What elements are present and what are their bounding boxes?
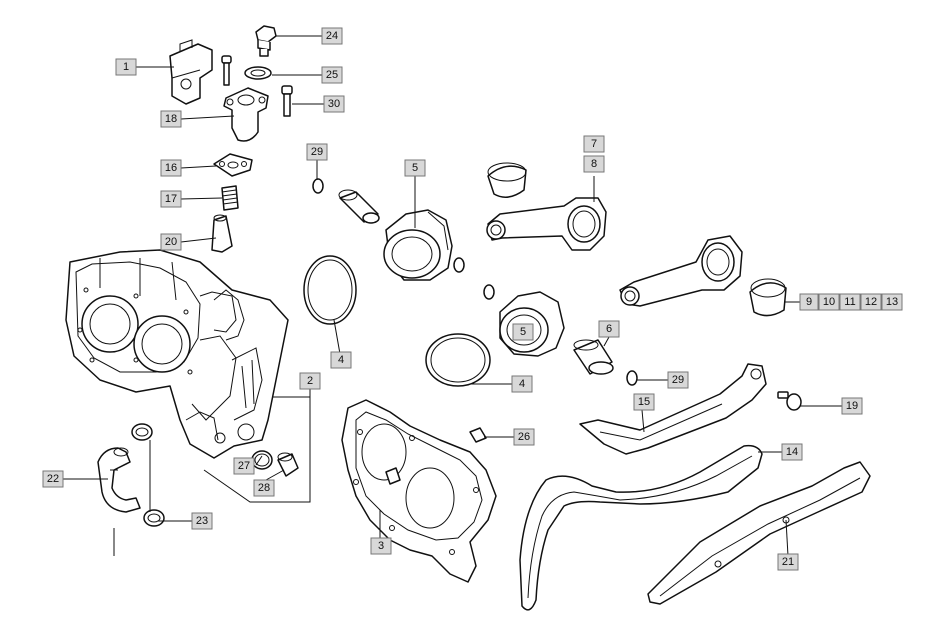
- callout-29-upper-text: 29: [311, 146, 323, 158]
- callout-26-text: 26: [518, 431, 530, 443]
- callout-15: 15: [633, 393, 655, 411]
- part-4-piston-ring-lower: [425, 333, 491, 387]
- callout-22: 22: [42, 470, 64, 488]
- callout-29-upper: 29: [306, 143, 328, 161]
- callout-5-upper: 5: [404, 159, 426, 177]
- callout-19-text: 19: [846, 400, 858, 412]
- callout-4-lower: 4: [511, 375, 533, 393]
- callout-30-text: 30: [328, 98, 340, 110]
- callout-27-text: 27: [238, 460, 250, 472]
- part-7-8-connecting-rod-upper: [486, 197, 607, 251]
- part-22-hose: [97, 447, 141, 513]
- part-27-oring: [251, 450, 273, 470]
- callout-29-lower: 29: [667, 371, 689, 389]
- part-20-plunger: [211, 214, 233, 253]
- callout-20: 20: [160, 233, 182, 251]
- callout-2: 2: [299, 372, 321, 390]
- part-30-bolt: [281, 85, 293, 117]
- callout-8: 8: [583, 155, 605, 173]
- callout-6-text: 6: [606, 323, 612, 335]
- callout-17-text: 17: [165, 193, 177, 205]
- callout-4-lower-text: 4: [519, 378, 525, 390]
- callout-4-upper: 4: [330, 351, 352, 369]
- callout-10-text: 10: [823, 296, 835, 308]
- callout-25: 25: [321, 66, 343, 84]
- callout-9: 9: [799, 293, 819, 311]
- part-16-gasket: [213, 153, 253, 177]
- callout-13-text: 13: [886, 296, 898, 308]
- callout-17: 17: [160, 190, 182, 208]
- callout-7-text: 7: [591, 138, 597, 150]
- callout-23: 23: [191, 512, 213, 530]
- callout-4-upper-text: 4: [338, 354, 344, 366]
- callout-12: 12: [860, 293, 882, 311]
- part-piston-pin-upper: [338, 189, 380, 224]
- callout-13: 13: [881, 293, 903, 311]
- callout-7: 7: [583, 135, 605, 153]
- part-connecting-rod-lower: [619, 235, 743, 307]
- callout-14: 14: [781, 443, 803, 461]
- callout-22-text: 22: [47, 473, 59, 485]
- leader-lines: [62, 35, 842, 557]
- callout-23-text: 23: [196, 515, 208, 527]
- part-18-tensioner-housing: [223, 87, 269, 142]
- part-21-guide-rail: [647, 461, 871, 605]
- callout-11-text: 11: [844, 296, 855, 308]
- callout-19: 19: [841, 397, 863, 415]
- part-9-13-bearing-shell: [749, 278, 787, 317]
- callout-21: 21: [777, 553, 799, 571]
- part-bolt-small: [221, 55, 232, 86]
- part-3-head-gasket: [341, 399, 497, 583]
- part-26-dowel: [469, 427, 487, 443]
- callout-30: 30: [323, 95, 345, 113]
- callout-18: 18: [160, 110, 182, 128]
- part-28-sleeve: [277, 452, 299, 477]
- callout-5-lower-text: 5: [520, 326, 526, 338]
- callout-2-text: 2: [307, 375, 313, 387]
- part-bearing-shell-upper: [487, 162, 527, 198]
- part-1-bracket: [169, 39, 213, 105]
- part-24-plug: [255, 25, 277, 57]
- callout-5-lower: 5: [512, 323, 534, 341]
- callout-24-text: 24: [326, 30, 338, 42]
- callout-18-text: 18: [165, 113, 177, 125]
- part-4-piston-ring-upper: [303, 255, 357, 325]
- part-14-timing-chain: [519, 444, 763, 611]
- callout-6: 6: [598, 320, 620, 338]
- part-29-circlips: [312, 178, 638, 386]
- callout-16: 16: [160, 159, 182, 177]
- part-5-piston-upper: [383, 209, 453, 281]
- callout-3: 3: [370, 537, 392, 555]
- callout-24: 24: [321, 27, 343, 45]
- callout-5-upper-text: 5: [412, 162, 418, 174]
- part-23-clamps: [131, 423, 165, 527]
- callout-11: 11: [839, 293, 861, 311]
- part-19-bolt: [777, 391, 802, 411]
- callout-15-text: 15: [638, 396, 650, 408]
- callout-26: 26: [513, 428, 535, 446]
- callout-21-text: 21: [782, 556, 794, 568]
- callout-1: 1: [115, 58, 137, 76]
- callout-10: 10: [818, 293, 840, 311]
- callout-16-text: 16: [165, 162, 177, 174]
- part-25-washer: [244, 66, 272, 80]
- callout-14-text: 14: [786, 446, 798, 458]
- callout-8-text: 8: [591, 158, 597, 170]
- callout-28: 28: [253, 479, 275, 497]
- callout-3-text: 3: [378, 540, 384, 552]
- callout-29-lower-text: 29: [672, 374, 684, 386]
- part-15-chain-guide: [579, 363, 767, 455]
- callout-12-text: 12: [865, 296, 877, 308]
- callout-25-text: 25: [326, 69, 338, 81]
- callout-9-text: 9: [806, 296, 812, 308]
- callout-28-text: 28: [258, 482, 270, 494]
- part-2-cylinder-block: [65, 249, 289, 459]
- callout-1-text: 1: [123, 61, 129, 73]
- callout-27: 27: [233, 457, 255, 475]
- callout-20-text: 20: [165, 236, 177, 248]
- part-17-spring: [221, 185, 239, 211]
- part-6-piston-pin: [573, 339, 614, 375]
